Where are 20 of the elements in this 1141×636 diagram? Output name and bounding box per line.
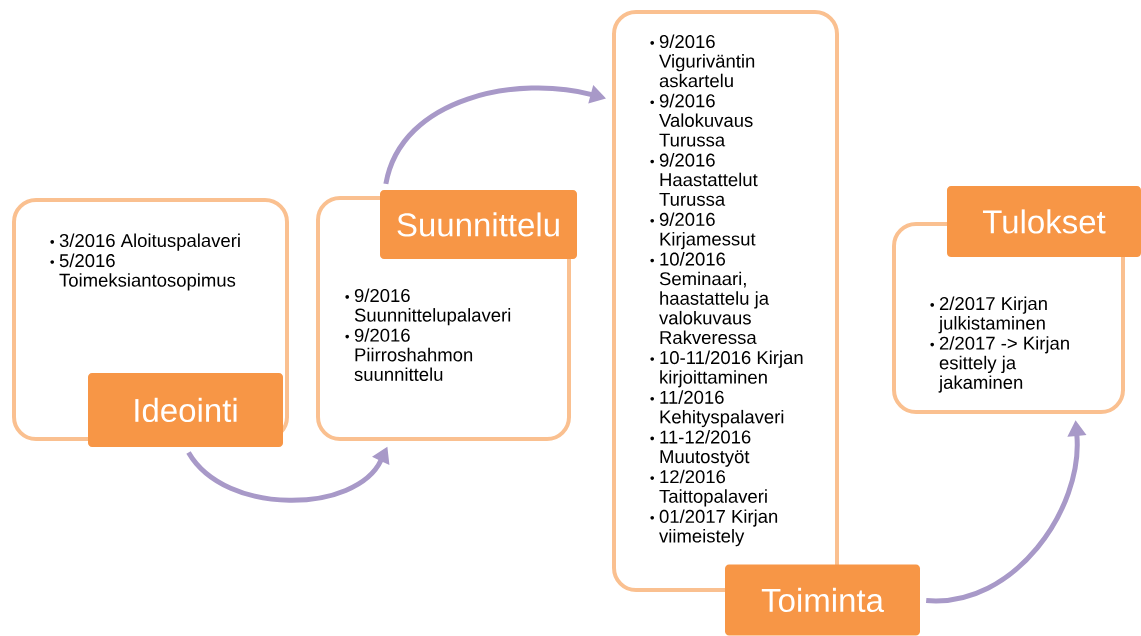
bullet-item: 10-11/2016 Kirjan kirjoittaminen (650, 350, 803, 388)
bullet-item: 3/2016 Aloituspalaveri (50, 233, 240, 251)
bullet-item: 2/2017 Kirjan julkistaminen (930, 296, 1047, 334)
stage-label: Suunnittelu (380, 190, 577, 259)
bullet-item: 11/2016 Kehityspalaveri (650, 390, 784, 428)
bullet-item: 5/2016 Toimeksiantosopimus (50, 253, 236, 291)
bullet-item: 11-12/2016 Muutostyöt (650, 430, 751, 467)
bullet-item: 01/2017 Kirjan viimeistely (650, 509, 778, 547)
bullet-item: 9/2016 Valokuvaus Turussa (650, 93, 753, 147)
stage-label: Toiminta (725, 564, 920, 636)
stage-label: Ideointi (88, 373, 283, 447)
bullet-item: 9/2016 Suunnittelupalaveri (345, 288, 511, 326)
bullet-item: 10/2016 Seminaari, haastattelu ja valokuvaus Rakveressa (650, 252, 770, 345)
bullet-item: 9/2016 Piirroshahmon suunnittelu (345, 328, 473, 381)
bullet-item: 2/2017 -> Kirjan esittely ja jakaminen (930, 336, 1069, 393)
bullet-item: 9/2016 Kirjamessut (650, 212, 756, 250)
bullet-item: 12/2016 Taittopalaveri (650, 469, 767, 507)
bullet-item: 9/2016 Viguriväntin askartelu (650, 34, 755, 88)
bullet-item: 9/2016 Haastattelut Turussa (650, 153, 758, 206)
stage-label: Tulokset (947, 186, 1141, 257)
